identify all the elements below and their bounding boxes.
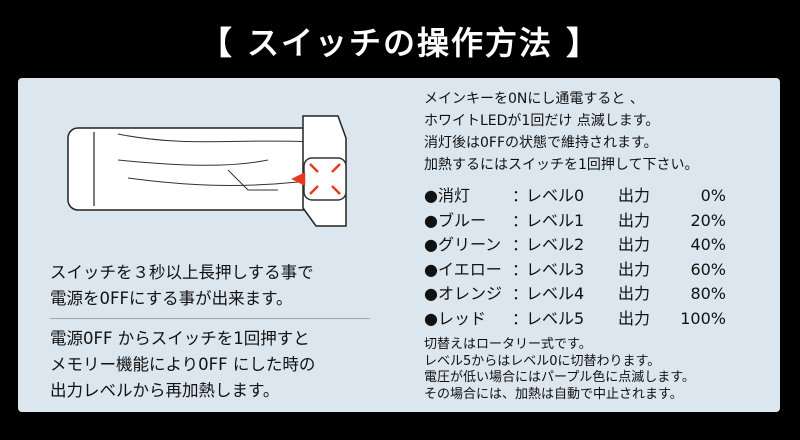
press-arrows-icon xyxy=(291,163,341,195)
long-press-text: スイッチを３秒以上長押しする事で 電源を0FFにする事が出来ます。 xyxy=(50,263,314,308)
memory-function-text: 電源0FF からスイッチを1回押すと メモリー機能により0FF にした時の 出力… xyxy=(50,329,316,400)
divider xyxy=(50,318,370,319)
grip-switch-illustration xyxy=(67,115,347,227)
notes-text: 切替えはロータリー式です。 レベル5からはレベル0に切替わります。 電圧が低い場… xyxy=(424,337,695,402)
page-title: 【 スイッチの操作方法 】 xyxy=(199,24,601,62)
instruction-panel: スイッチを３秒以上長押しする事で 電源を0FFにする事が出来ます。 電源0FF … xyxy=(18,78,780,412)
intro-text: メインキーを0Nにし通電すると 、 ホワイトLEDが1回だけ 点滅します。 消灯… xyxy=(424,91,699,173)
level-description: メインキーを0Nにし通電すると 、 ホワイトLEDが1回だけ 点滅します。 消灯… xyxy=(424,88,774,403)
